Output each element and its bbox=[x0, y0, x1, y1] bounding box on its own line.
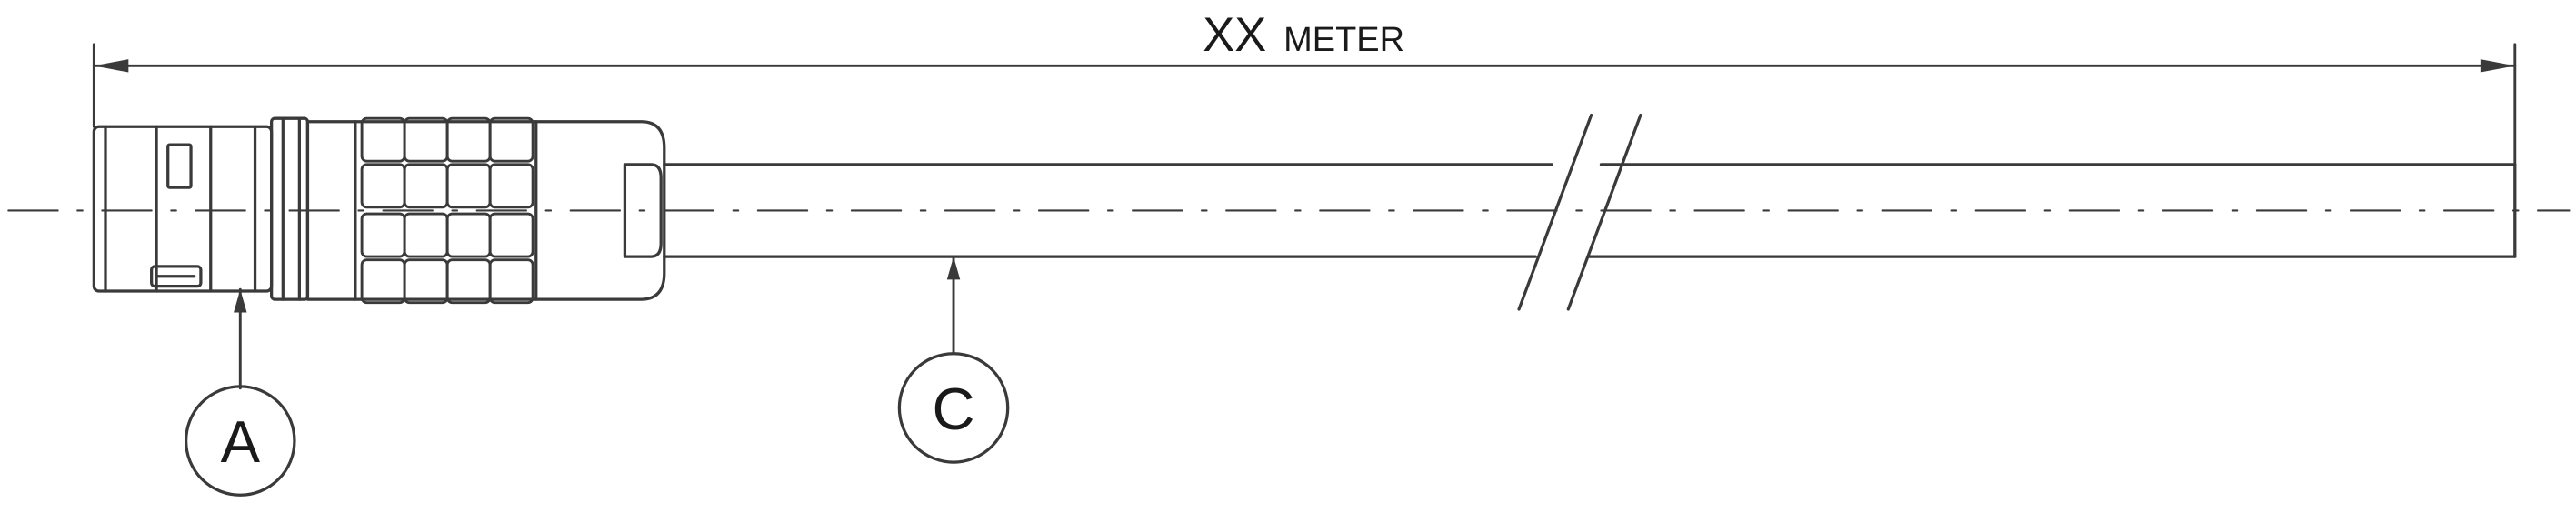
right-arrowhead bbox=[2480, 59, 2515, 73]
dimension-value: XX bbox=[1203, 9, 1266, 62]
left-arrowhead bbox=[94, 59, 129, 73]
overall-length-dimension bbox=[92, 43, 2517, 166]
cable-body bbox=[663, 163, 2517, 258]
drawing-geometry bbox=[7, 43, 2571, 497]
svg-text:XX METER: XX METER bbox=[1203, 9, 1404, 62]
callout-balloon-c bbox=[897, 352, 1010, 464]
knurled-grip bbox=[360, 116, 534, 305]
leader-a bbox=[234, 287, 247, 390]
cable-break-symbol bbox=[1517, 113, 1642, 311]
callout-label-a: A bbox=[221, 408, 261, 475]
callout-label-c: C bbox=[933, 376, 975, 442]
leader-c bbox=[946, 255, 961, 354]
dimension-unit: METER bbox=[1283, 21, 1404, 59]
callout-balloon-a bbox=[184, 385, 296, 497]
connector-body bbox=[92, 116, 666, 305]
